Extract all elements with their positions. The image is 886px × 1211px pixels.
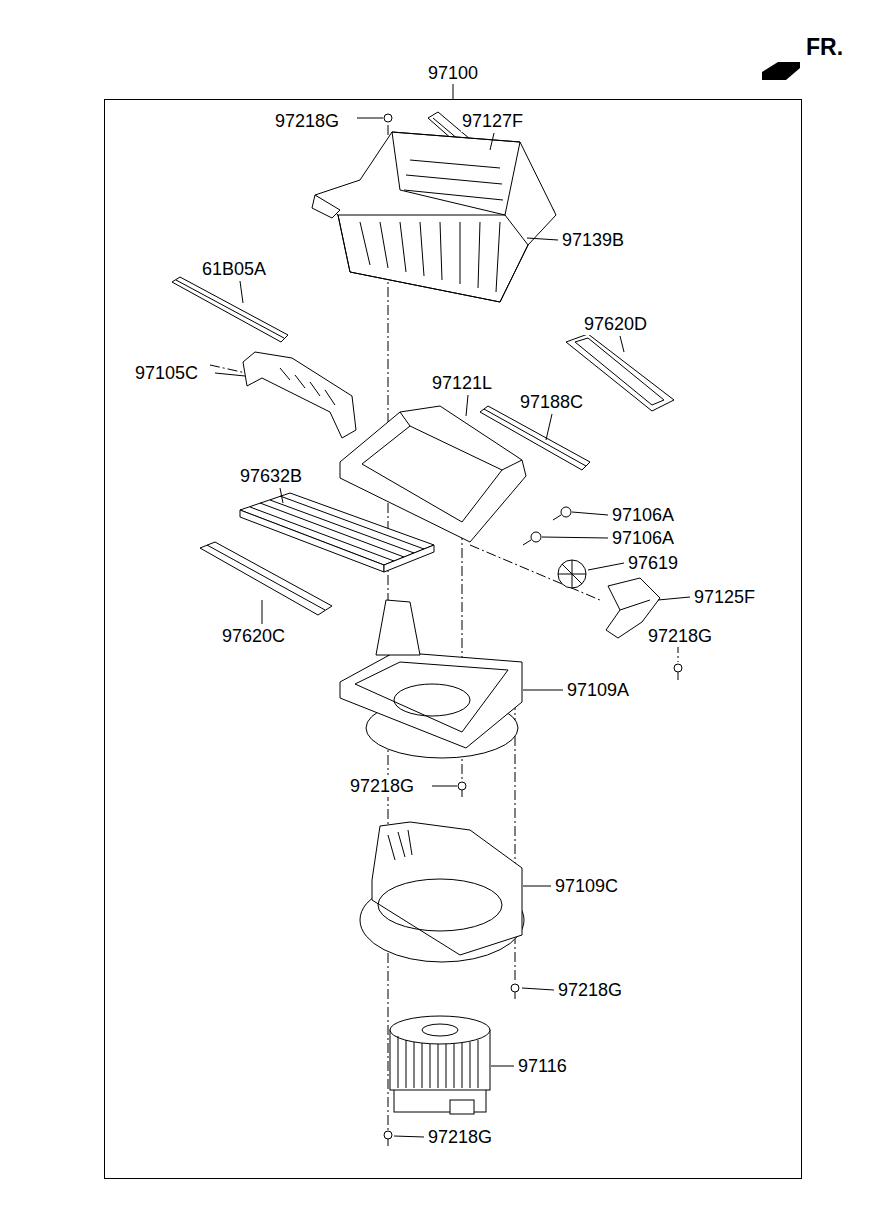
callout-number: 97218G [427,1126,493,1148]
callout-number: 97116 [517,1055,568,1077]
screw [384,114,682,1146]
direction-label: FR. [805,34,844,60]
blower-motor [390,1016,490,1114]
callout-number: 97106A [611,527,675,549]
callout-number: 97632B [239,465,303,487]
filter-cover [200,542,332,615]
callout-number: 97218G [274,110,340,132]
callout-number: 61B05A [201,258,267,280]
callout-number: 97105C [134,362,199,384]
callout-number: 97218G [557,979,623,1001]
callout-number: 97127F [461,110,524,132]
callout-number: 97125F [693,586,756,608]
callout-number: 97188C [519,391,584,413]
leader-line [215,118,690,1137]
callout-number: 97106A [611,504,675,526]
intake-case [340,600,522,758]
seal-strip [480,406,590,470]
cabin-filter [240,493,434,572]
leader-line [453,84,454,99]
upper-case [312,132,556,302]
front-arrow [762,62,800,80]
duct-bracket [243,352,356,438]
callout-number: 97620D [583,313,648,335]
callout-number: 97121L [431,372,493,394]
callout-number: 97218G [349,775,415,797]
assembly-number: 97100 [105,62,801,84]
assembly-line [210,125,678,1130]
screw [523,507,571,545]
seal-strip [172,277,288,342]
callout-number: 97139B [561,229,625,251]
callout-number: 97109C [554,875,619,897]
callout-number: 97109A [566,679,630,701]
callout-number: 97619 [627,552,679,574]
blower-housing [360,822,524,962]
callout-number: 97218G [647,625,713,647]
callout-number: 97620C [221,625,286,647]
